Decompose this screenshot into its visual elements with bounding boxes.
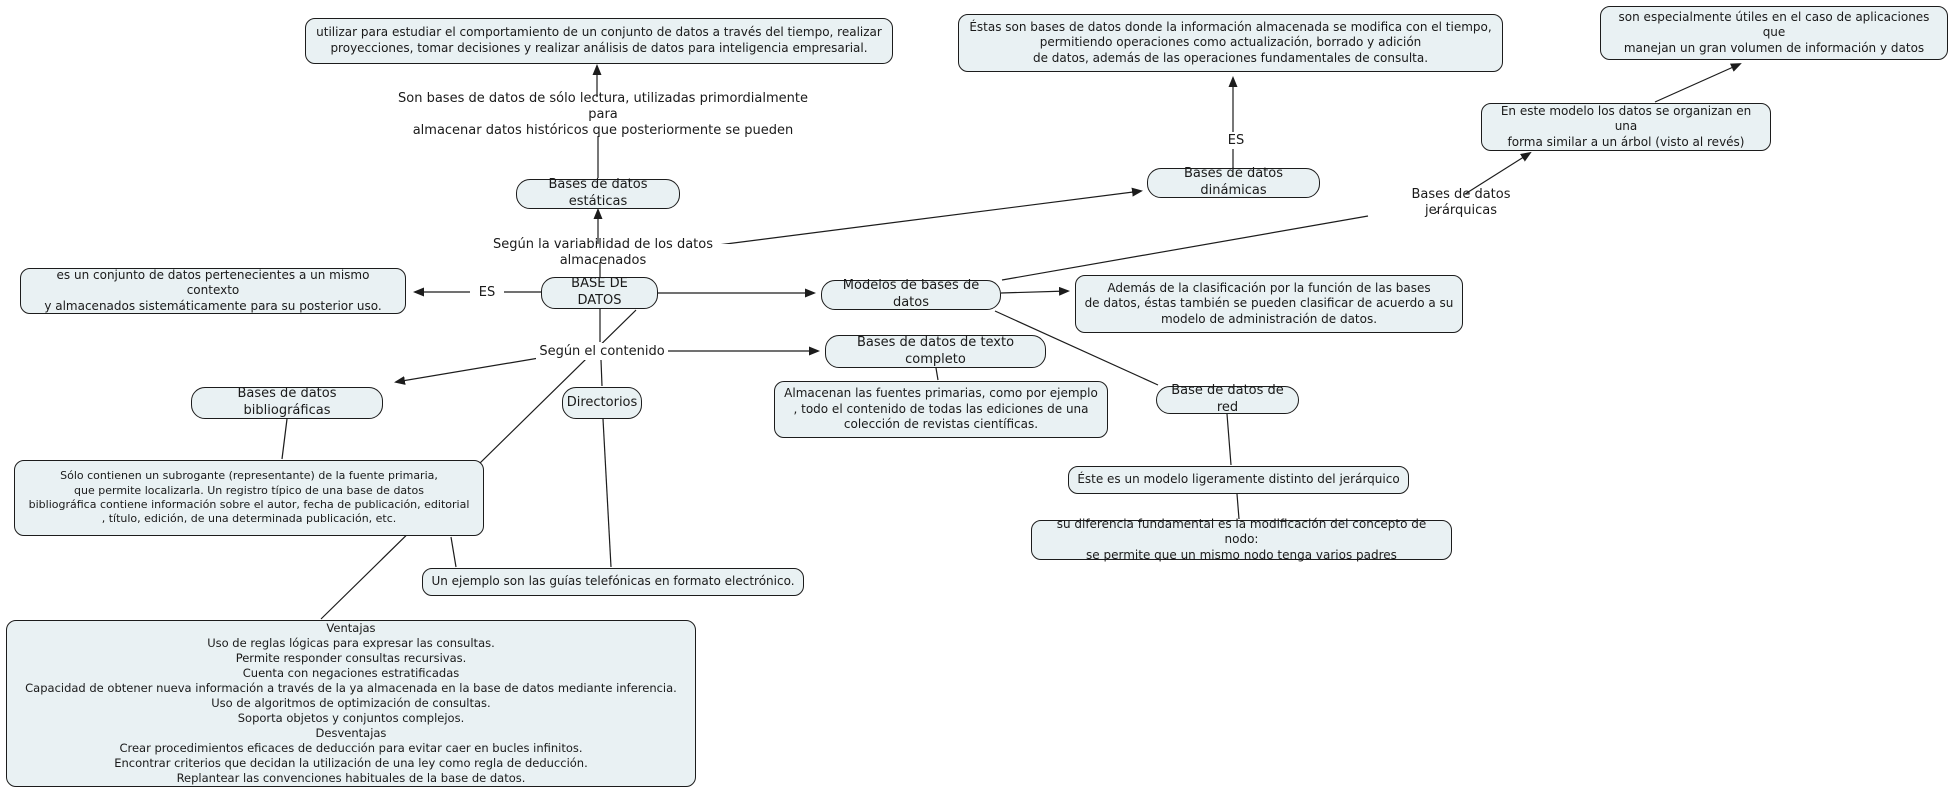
edge-contenido-directorios xyxy=(600,359,603,387)
node-directorios[interactable]: Directorios xyxy=(562,387,642,419)
label-segun-contenido: Según el contenido xyxy=(536,343,668,360)
box-ventajas-desventajas[interactable]: Ventajas Uso de reglas lógicas para expr… xyxy=(6,620,696,787)
node-bases-dinamicas[interactable]: Bases de datos dinámicas xyxy=(1147,166,1320,198)
box-arbol-desc[interactable]: En este modelo los datos se organizan en… xyxy=(1481,103,1771,151)
edge-arbol-utiles xyxy=(1654,63,1742,103)
label-bases-jerarquicas: Bases de datos jerárquicas xyxy=(1372,187,1550,218)
edge-red-distinto xyxy=(1226,413,1232,466)
box-conjunto-desc[interactable]: es un conjunto de datos pertenecientes a… xyxy=(20,268,406,314)
edge-bibliograficas-subrogante xyxy=(281,418,288,460)
label-segun-variabilidad: Según la variabilidad de los datos almac… xyxy=(455,237,751,268)
box-utiles-desc[interactable]: son especialmente útiles en el caso de a… xyxy=(1600,6,1948,60)
label-solo-lectura: Son bases de datos de sólo lectura, util… xyxy=(385,91,821,138)
label-es-top: ES xyxy=(1219,132,1253,149)
node-modelos-bases[interactable]: Modelos de bases de datos xyxy=(821,278,1001,310)
box-dinamicas-desc[interactable]: Éstas son bases de datos donde la inform… xyxy=(958,14,1503,72)
box-guias-desc[interactable]: Un ejemplo son las guías telefónicas en … xyxy=(422,568,804,596)
node-texto-completo[interactable]: Bases de datos de texto completo xyxy=(825,335,1046,368)
edge-modelos-ademas xyxy=(1000,286,1070,296)
box-subrogante-desc[interactable]: Sólo contienen un subrogante (representa… xyxy=(14,460,484,536)
edge-subrogante-guias xyxy=(450,536,457,568)
edge-variabilidad-dinamicas xyxy=(709,187,1143,247)
node-bibliograficas[interactable]: Bases de datos bibliográficas xyxy=(191,386,383,419)
node-base-red[interactable]: Base de datos de red xyxy=(1156,383,1299,415)
edge-modelos-jerarquicas xyxy=(1001,215,1369,281)
box-ademas-desc[interactable]: Además de la clasificación por la funció… xyxy=(1075,275,1463,333)
edge-distinto-diferencia xyxy=(1236,493,1240,520)
node-bases-estaticas[interactable]: Bases de datos estáticas xyxy=(516,177,680,209)
box-utilizar-desc[interactable]: utilizar para estudiar el comportamiento… xyxy=(305,18,893,64)
box-distinto-desc[interactable]: Éste es un modelo ligeramente distinto d… xyxy=(1068,466,1409,494)
box-diferencia-desc[interactable]: su diferencia fundamental es la modifica… xyxy=(1031,517,1452,562)
box-almacenan-desc[interactable]: Almacenan las fuentes primarias, como po… xyxy=(774,381,1108,438)
node-base-de-datos[interactable]: BASE DE DATOS xyxy=(541,276,658,309)
edge-textocompleto-almacenan xyxy=(935,367,939,381)
label-es-left: ES xyxy=(470,284,504,301)
edge-directorios-guias xyxy=(602,418,612,568)
edge-contenido-bibliograficas xyxy=(394,356,546,385)
